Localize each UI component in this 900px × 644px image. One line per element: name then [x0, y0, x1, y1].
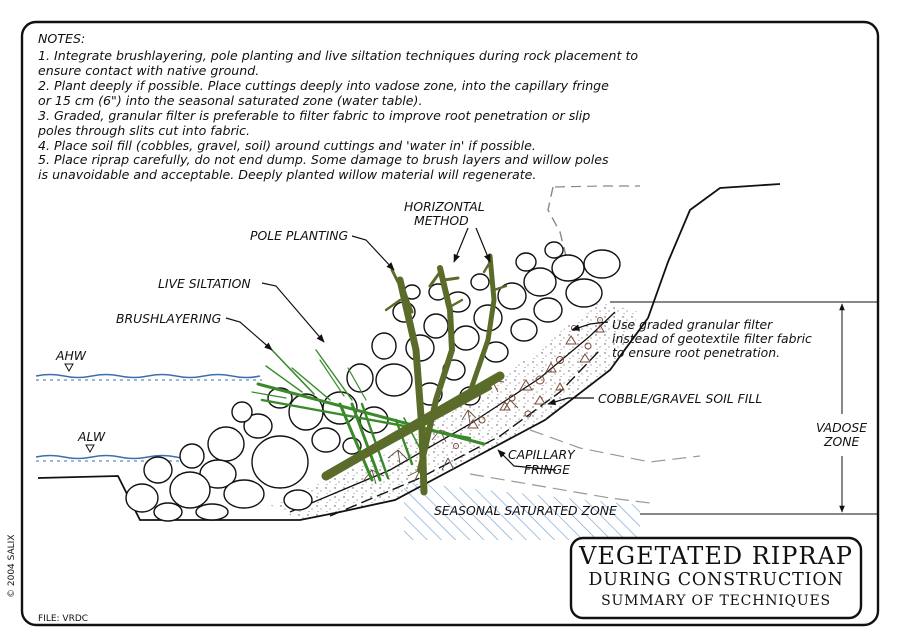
file-label: FILE: VRDC: [38, 614, 88, 624]
filter-boundary-line: [289, 311, 616, 513]
title-line-3: SUMMARY OF TECHNIQUES: [601, 593, 831, 609]
note-line: 1. Integrate brushlayering, pole plantin…: [38, 48, 638, 63]
ahw-marker-icon: [64, 363, 74, 373]
capillary-boundary-dash: [529, 429, 701, 463]
note-line: or 15 cm (6") into the seasonal saturate…: [38, 93, 422, 108]
label-pole-planting: POLE PLANTING: [250, 228, 348, 243]
note-line: 2. Plant deeply if possible. Place cutti…: [38, 78, 609, 93]
label-vadose-zone: VADOSE: [816, 420, 867, 435]
title-line-1: VEGETATED RIPRAP: [578, 542, 853, 570]
title-line-2: DURING CONSTRUCTION: [588, 570, 843, 590]
label-capillary-fringe: CAPILLARY: [508, 447, 576, 462]
seasonal-saturated-zone-hatch: [404, 482, 640, 540]
note-line: 5. Place riprap carefully, do not end du…: [38, 152, 609, 167]
note-line: 3. Graded, granular filter is preferable…: [38, 108, 590, 123]
original-ground-dash: [547, 186, 567, 257]
brushlayering-cuttings: [251, 349, 486, 482]
alw-marker-icon: [85, 444, 95, 454]
note-line: is unavoidable and acceptable. Deeply pl…: [38, 167, 536, 182]
notes-heading: NOTES:: [38, 31, 85, 46]
label-cobble-fill: COBBLE/GRAVEL SOIL FILL: [598, 391, 762, 406]
original-ground-dash-top: [554, 185, 640, 188]
pole-cuttings: [321, 253, 508, 496]
copyright-text: © 2004 SALIX: [7, 535, 17, 599]
note-line: ensure contact with native ground.: [38, 63, 259, 78]
riprap-rocks: [125, 241, 621, 522]
note-line: poles through slits cut into fabric.: [37, 123, 250, 138]
label-vadose-zone: ZONE: [823, 434, 860, 449]
sheet-border: [20, 20, 880, 627]
label-live-siltation: LIVE SILTATION: [158, 276, 251, 291]
label-filter-note: Use graded granular filter: [612, 317, 773, 332]
vadose-zone-dimension: [610, 301, 878, 515]
leader-lines: [225, 227, 609, 471]
title-block: VEGETATED RIPRAP DURING CONSTRUCTION SUM…: [569, 536, 863, 620]
label-capillary-fringe: FRINGE: [524, 462, 570, 477]
diagram-labels: HORIZONTAL METHOD POLE PLANTING LIVE SIL…: [55, 199, 867, 518]
notes-block: NOTES: 1. Integrate brushlayering, pole …: [37, 31, 638, 182]
note-line: 4. Place soil fill (cobbles, gravel, soi…: [38, 138, 536, 153]
label-ahw: AHW: [55, 348, 87, 363]
label-seasonal-saturated-zone: SEASONAL SATURATED ZONE: [434, 503, 617, 518]
water-table-dash: [469, 473, 651, 504]
label-filter-note: to ensure root penetration.: [612, 345, 780, 360]
label-brushlayering: BRUSHLAYERING: [116, 311, 221, 326]
label-horizontal-method: HORIZONTAL: [404, 199, 485, 214]
granular-filter-layer: [270, 302, 640, 520]
label-filter-note: instead of geotextile filter fabric: [612, 331, 812, 346]
filter-fabric-dash: [329, 349, 601, 517]
label-horizontal-method: METHOD: [414, 213, 469, 228]
label-alw: ALW: [77, 429, 106, 444]
